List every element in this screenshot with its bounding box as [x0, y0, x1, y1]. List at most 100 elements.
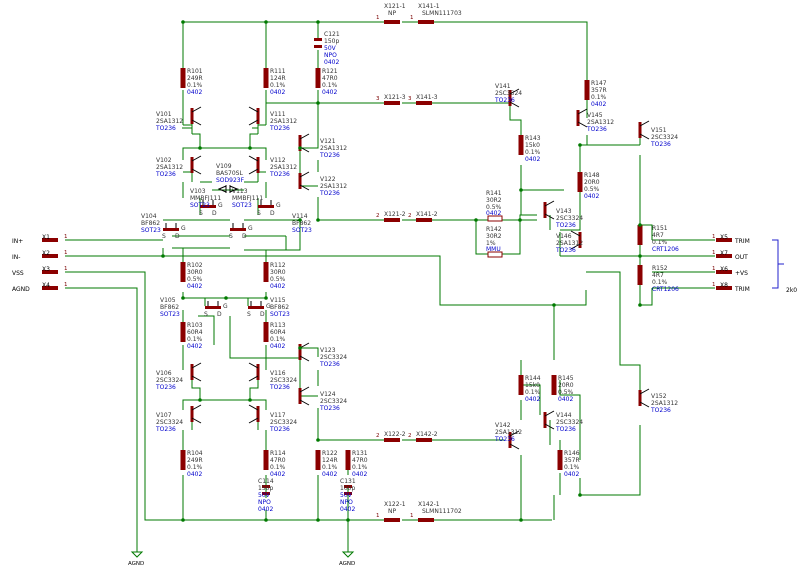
wire-junction [181, 20, 185, 24]
transistor-package: TO236 [319, 190, 340, 197]
capacitor-ref: C121 [324, 31, 340, 38]
resistor-body [345, 450, 351, 470]
resistor-package: 0402 [584, 193, 599, 200]
capacitor-voltage: 50V [340, 492, 353, 499]
net-trim-top: TRIM [734, 238, 750, 245]
capacitor-voltage: 50V [258, 492, 271, 499]
resistor-tolerance: 0.1% [270, 464, 286, 471]
transistor-leads [191, 362, 202, 382]
jumper-x121_3: X121-33 [376, 94, 406, 105]
resistor-ref: R122 [322, 450, 338, 457]
jumper-x121_2: X121-22 [376, 211, 406, 222]
jfet-package: SOT23 [232, 202, 252, 209]
ground-labels: AGND AGND [128, 561, 355, 567]
resistor-package: 0402 [187, 471, 202, 478]
diode-ref: V109 [216, 163, 232, 170]
transistor-part: 2SC3324 [320, 398, 347, 405]
resistor-ref: R144 [525, 375, 541, 382]
transistor-package: TO236 [555, 426, 576, 433]
transistor-part: 2SA1312 [270, 164, 297, 171]
wire-junction [638, 303, 642, 307]
transistor-base-bar [190, 157, 194, 173]
resistor-tolerance: 0.1% [525, 149, 541, 156]
resistor-ref: R141 [486, 190, 502, 197]
resistor-tolerance: 0.1% [322, 464, 338, 471]
output-connector-pad [716, 238, 732, 242]
wire-junction [198, 146, 202, 150]
output-connectors: X5 1 TRIM X7 1 OUT X6 1 +VS X8 1 TRIM 2k… [712, 234, 797, 294]
transistor-ref: V112 [270, 157, 286, 164]
jfet-leads [165, 223, 177, 228]
resistor-body [263, 68, 269, 88]
wire-junction [519, 188, 523, 192]
transistor-package: TO236 [319, 152, 340, 159]
transistor-ref: V143 [556, 208, 572, 215]
wire-junction [224, 296, 228, 300]
transistor-package: TO236 [155, 426, 176, 433]
transistor-base-bar [543, 412, 547, 428]
transistor-leads [191, 106, 202, 126]
transistor-ref: V142 [495, 422, 511, 429]
transistor-base-bar [576, 110, 580, 126]
transistor-base-bar [190, 364, 194, 380]
resistor-body [487, 251, 503, 258]
resistor-body [577, 172, 583, 192]
jumper-pin-number: 3 [376, 96, 380, 102]
jfet-leads [260, 200, 272, 205]
resistor-value: 30R2 [486, 233, 502, 240]
capacitor-package: 0402 [258, 506, 273, 513]
transistor-part: 2SA1312 [320, 145, 347, 152]
net-in-plus: IN+ [12, 238, 23, 245]
resistor-ref: R142 [486, 226, 502, 233]
transistor-package: TO236 [555, 247, 576, 254]
transistor-part: 2SA1312 [587, 119, 614, 126]
transistor-package: TO236 [155, 125, 176, 132]
jumper-pin-number: 2 [408, 213, 412, 219]
conn-x8: X8 [720, 282, 728, 289]
resistor-body [637, 265, 643, 285]
resistor-body [315, 450, 321, 470]
transistor-base-bar [256, 108, 260, 124]
transistor-part: 2SA1312 [651, 400, 678, 407]
transistor-leads [577, 108, 588, 128]
resistor-body [180, 450, 186, 470]
wire-junction [264, 296, 268, 300]
transistor-base-bar [298, 173, 302, 189]
jumper-ref: X141-2 [416, 211, 438, 218]
jfet-leads [202, 200, 214, 205]
jfet-channel [200, 205, 216, 208]
transistor-ref: V111 [270, 111, 286, 118]
wire-junction [181, 518, 185, 522]
transistor-ref: V124 [320, 391, 336, 398]
resistor-ref: R101 [187, 68, 203, 75]
conn-x8-pin: 1 [712, 282, 716, 288]
resistor-package: 0402 [270, 343, 285, 350]
capacitor-dielectric: NPO [258, 499, 271, 506]
capacitor-plate-bottom [314, 45, 322, 48]
net-out: OUT [735, 254, 748, 261]
transistor-base-bar [256, 157, 260, 173]
jfet-ref: V104 [141, 213, 157, 220]
transistor-part: 2SA1312 [320, 183, 347, 190]
conn-x7-pin: 1 [712, 250, 716, 256]
resistor-value: 249R [187, 75, 203, 82]
jfet-pin-gate: G [276, 202, 281, 209]
parts-layer: R101249R0.1%0402R111124R0.1%0402R12147R0… [42, 3, 732, 558]
transistor-base-bar [298, 388, 302, 404]
transistor-ref: V101 [156, 111, 172, 118]
wire-junction [316, 518, 320, 522]
conn-x7: X7 [720, 250, 728, 257]
transistor-ref: V106 [156, 370, 172, 377]
resistor-ref: R146 [564, 450, 580, 457]
